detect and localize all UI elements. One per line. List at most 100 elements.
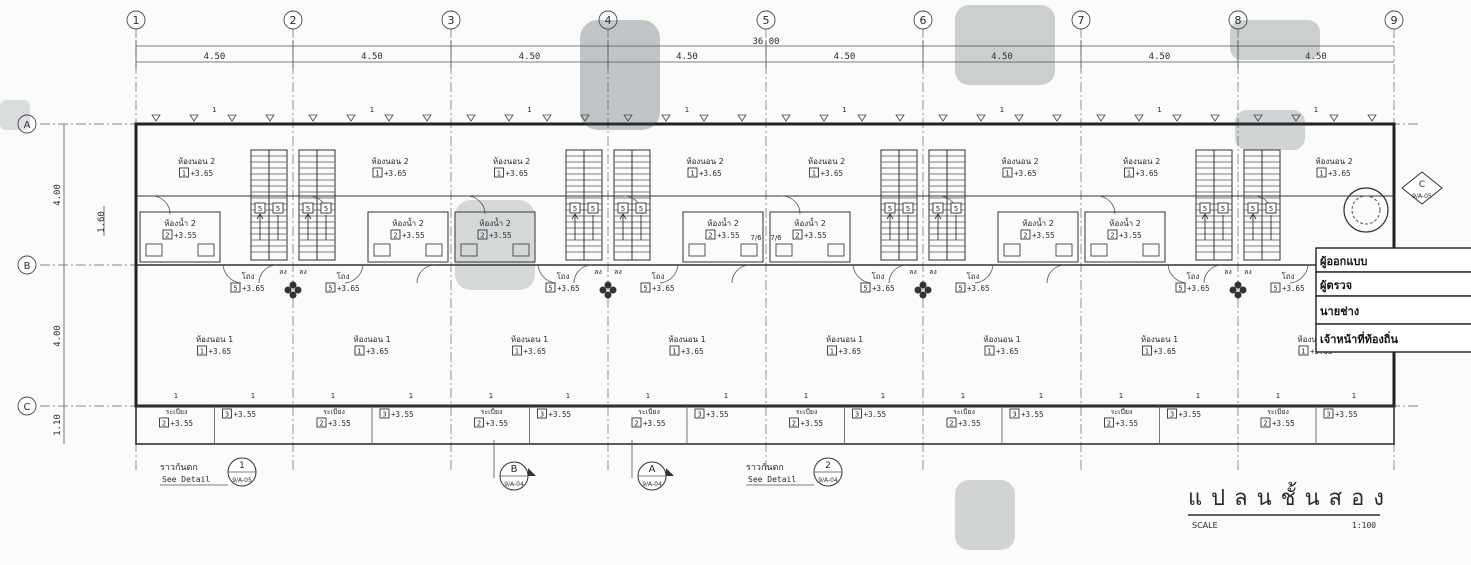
sink-fixture-icon: [1142, 243, 1160, 257]
callout-number: 1: [239, 461, 245, 471]
window-marker-icon: [781, 114, 791, 122]
level-value: +3.65: [1328, 169, 1351, 178]
level-tag-number: 2: [1023, 232, 1027, 240]
room-name: ห้องนอน 2: [1315, 157, 1352, 166]
grid-bubble-label: 6: [920, 14, 927, 27]
room-name: ระเบียง: [638, 408, 660, 416]
down-label: ลง: [1244, 268, 1252, 276]
level-tag-number: 1: [1127, 170, 1131, 178]
grid-bubble-circle: [17, 114, 37, 134]
level-tag-box: [1298, 345, 1309, 356]
stair-tag-box: [569, 202, 581, 214]
grid-bubble-7: 7: [1071, 10, 1091, 30]
level-tag-box: [379, 408, 390, 419]
room-label: ห้องนอน 21+3.65: [493, 157, 530, 178]
drain-symbol-icon: [289, 291, 297, 299]
stair-tag-number: 5: [888, 205, 892, 213]
stair-tag-number: 5: [1251, 205, 1255, 213]
callout-label: ราวกันตก: [746, 463, 784, 473]
level-tag-number: 5: [958, 285, 962, 293]
level-tag-box: [162, 229, 173, 240]
grid-bubble-circle: [283, 10, 303, 30]
grid-bubble-5: 5: [756, 10, 776, 30]
door-tag: 1: [646, 392, 650, 400]
room-name: ระเบียง: [323, 408, 345, 416]
down-label: ลง: [594, 268, 602, 276]
window-marker-icon: [857, 114, 867, 122]
window-marker-icon: [265, 114, 275, 122]
grid-bubble-label: 8: [1235, 14, 1242, 27]
stair-tag-number: 5: [258, 205, 262, 213]
window-marker-icon: [1096, 114, 1106, 122]
level-value: +3.55: [1119, 231, 1142, 240]
room-label: ระเบียง2+3.55: [159, 408, 193, 428]
vertical-dimension-balcony: 1.10: [53, 414, 63, 436]
room-label: ห้องนอน 11+3.65: [983, 335, 1020, 356]
plan-title: แปลนชั้นสอง: [1188, 482, 1393, 511]
level-tag-number: 2: [393, 232, 397, 240]
hall-lobby: ลงลงโถง5+3.65โถง5+3.65: [222, 264, 364, 299]
room-name: ระเบียง: [481, 408, 503, 416]
door-swing: [1167, 264, 1187, 284]
room-label: ห้องนอน 11+3.65: [196, 335, 233, 356]
stair-tag-box: [950, 202, 962, 214]
level-value: +3.55: [328, 419, 351, 428]
room-label: ห้องนอน 21+3.65: [686, 157, 723, 178]
sink-fixture-icon: [827, 243, 845, 257]
grid-bubble-label: 3: [448, 14, 455, 27]
stair-tag-number: 5: [324, 205, 328, 213]
level-tag-box: [1104, 417, 1114, 428]
bathroom-walls: [454, 211, 536, 263]
level-tag-box: [390, 229, 401, 240]
grid-bubble-circle: [441, 10, 461, 30]
level-tag-number: 5: [1273, 285, 1277, 293]
window-marker-icon: [346, 114, 356, 122]
grid-bubble-circle: [17, 255, 37, 275]
down-label: ลง: [614, 268, 622, 276]
stair-tag-box: [272, 202, 284, 214]
door-tag: 1: [1039, 392, 1043, 400]
level-value: +3.65: [242, 284, 265, 293]
window-marker-icon: [1210, 114, 1220, 122]
level-tag-box: [1270, 282, 1281, 293]
room-name: ห้องนอน 2: [1001, 157, 1038, 166]
stair-arrow-icon: [886, 213, 894, 240]
level-tag-number: 2: [1110, 232, 1114, 240]
room-name: โถง: [241, 271, 254, 281]
title-block-row: [1315, 271, 1471, 297]
level-tag-box: [640, 282, 651, 293]
level-value: +3.55: [489, 231, 512, 240]
bathroom-walls: [997, 211, 1079, 263]
door-swing: [258, 264, 278, 284]
title-block-row: [1315, 247, 1471, 273]
section-letter: A: [649, 464, 656, 475]
column-grid-bubbles: 123456789: [126, 10, 1404, 30]
level-tag-box: [827, 345, 837, 356]
room-label: ห้องนอน 11+3.65: [668, 335, 705, 356]
room-name: ระเบียง: [1111, 408, 1133, 416]
level-value: +3.65: [1282, 284, 1305, 293]
stair-arrow-icon: [619, 213, 627, 240]
grid-bubble-6: 6: [913, 10, 933, 30]
stair-tag-box: [302, 202, 314, 214]
window-marker-icon: [1253, 114, 1263, 122]
window-marker-icon: [699, 114, 709, 122]
room-label: ห้องน้ำ 22+3.55: [792, 217, 827, 240]
level-tag-box: [687, 167, 698, 178]
grid-bubble-label: 4: [605, 14, 612, 27]
level-value: +3.55: [1179, 410, 1202, 419]
door-swing: [888, 264, 908, 284]
level-tag-number: 2: [795, 232, 799, 240]
grid-bubble-3: 3: [441, 10, 461, 30]
bathroom: ห้องน้ำ 22+3.55: [139, 211, 221, 263]
grid-bubble-label: C: [24, 402, 31, 413]
toilet-fixture-icon: [1003, 243, 1021, 257]
drain-symbol-icon: [1234, 281, 1242, 289]
stair-tag-box: [587, 202, 599, 214]
level-value: +3.65: [699, 169, 722, 178]
window-marker-icon: [466, 114, 476, 122]
grid-bubble-circle: [1228, 10, 1248, 30]
